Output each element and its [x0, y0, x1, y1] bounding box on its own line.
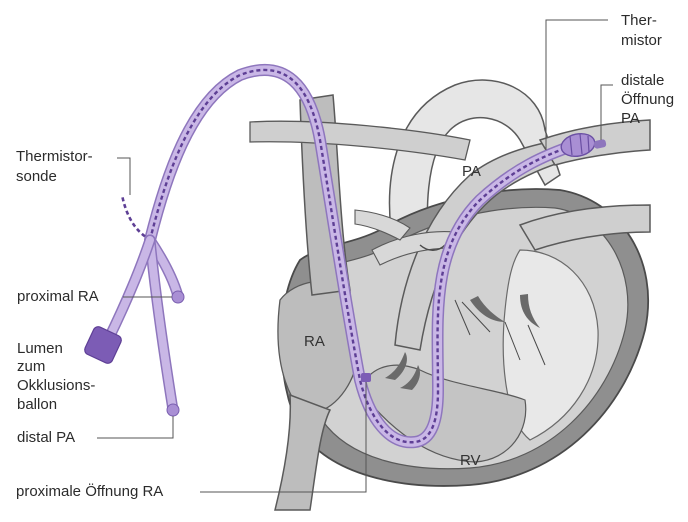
label-distal-pa: distal PA	[17, 429, 75, 447]
proximal-ra-port	[172, 291, 184, 303]
proximal-opening-ra-marker	[361, 373, 371, 382]
label-thermistor-1: Ther-	[621, 12, 657, 30]
label-distale-oeffnung-3: PA	[621, 110, 640, 128]
label-thermistor-2: mistor	[621, 32, 662, 50]
label-thermistorsonde-2: sonde	[16, 168, 57, 186]
leader-thermistorsonde	[117, 158, 130, 195]
label-rv: RV	[460, 452, 481, 470]
label-proximale-oeffnung-ra: proximale Öffnung RA	[16, 483, 163, 501]
label-thermistorsonde-1: Thermistor-	[16, 148, 93, 166]
label-lumen-2: zum	[17, 358, 45, 376]
leader-distal-pa	[97, 416, 173, 438]
label-distale-oeffnung-2: Öffnung	[621, 91, 674, 109]
label-distale-oeffnung-1: distale	[621, 72, 664, 90]
label-pa: PA	[462, 163, 481, 181]
branch-balloon-lumen-fill	[108, 240, 150, 340]
label-ra: RA	[304, 333, 325, 351]
distal-pa-port	[167, 404, 179, 416]
label-proximal-ra: proximal RA	[17, 288, 99, 306]
label-lumen-1: Lumen	[17, 340, 63, 358]
label-lumen-3: Okklusions-	[17, 377, 95, 395]
label-lumen-4: ballon	[17, 396, 57, 414]
